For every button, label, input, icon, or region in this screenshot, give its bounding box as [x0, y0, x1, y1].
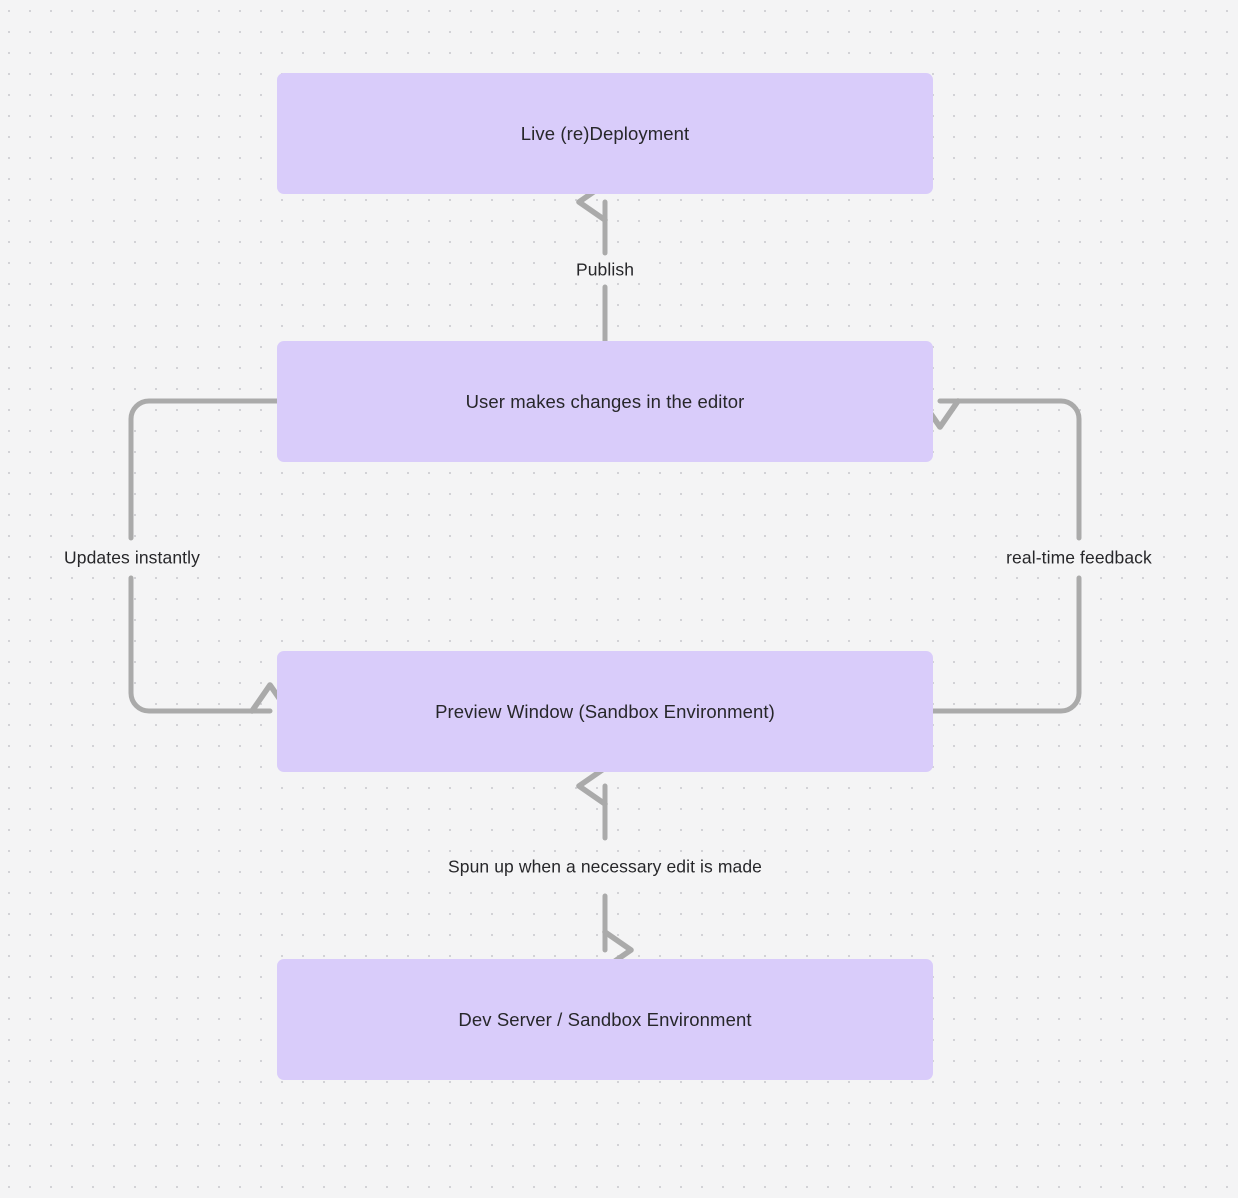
node-live-redeployment[interactable]: Live (re)Deployment	[277, 73, 933, 194]
node-label: Dev Server / Sandbox Environment	[458, 1008, 752, 1030]
edge-label-spun-up: Spun up when a necessary edit is made	[440, 854, 770, 880]
node-user-makes-changes[interactable]: User makes changes in the editor	[277, 341, 933, 462]
edge-label-publish: Publish	[568, 257, 642, 283]
edge-label-updates-instantly: Updates instantly	[57, 545, 207, 571]
node-label: User makes changes in the editor	[465, 390, 745, 412]
node-preview-window[interactable]: Preview Window (Sandbox Environment)	[277, 651, 933, 772]
node-dev-server[interactable]: Dev Server / Sandbox Environment	[277, 959, 933, 1080]
edge-label-real-time-feedback: real-time feedback	[999, 545, 1159, 571]
node-label: Preview Window (Sandbox Environment)	[435, 700, 775, 722]
node-label: Live (re)Deployment	[520, 122, 690, 144]
